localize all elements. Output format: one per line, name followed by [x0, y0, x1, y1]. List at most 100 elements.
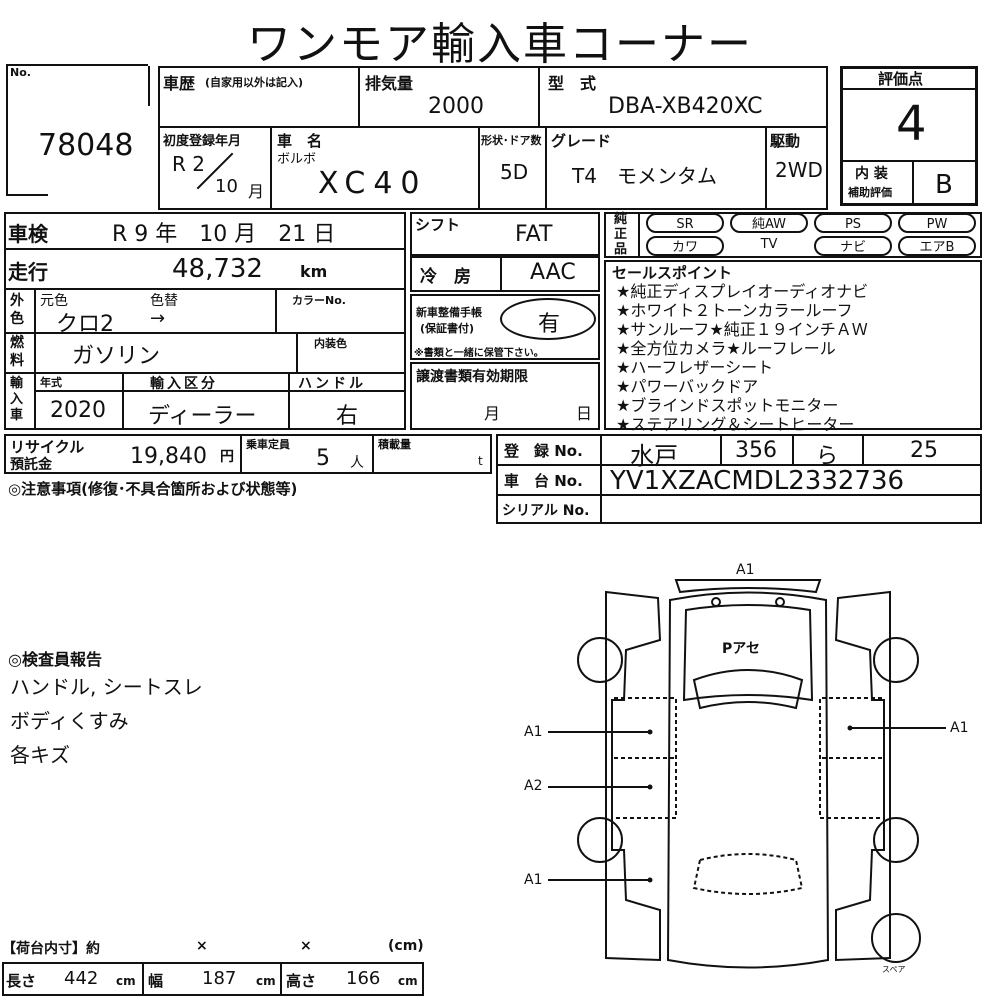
displacement-value: 2000	[428, 94, 484, 119]
cargo-x-1: ×	[196, 938, 208, 954]
model-label: 型 式	[548, 74, 597, 93]
model-value: DBA-XB420XC	[608, 94, 763, 119]
spec-table	[4, 212, 406, 430]
first-reg-month: 10	[215, 176, 238, 197]
capacity-value: 5	[316, 446, 330, 471]
equip-tv: TV	[760, 237, 778, 252]
mileage-label: 走行	[8, 260, 48, 284]
carname-label: 車 名	[277, 132, 323, 150]
mileage-value: 48,732	[172, 254, 263, 284]
color-arrow: →	[150, 308, 166, 329]
transfer-day: 日	[576, 404, 593, 423]
handle-label: ハンドル	[298, 376, 366, 392]
sales-item: ★全方位カメラ★ルーフレール	[616, 339, 836, 358]
interior-label: 内 装	[855, 166, 888, 182]
history-note: (自家用以外は記入)	[205, 76, 304, 89]
grade-label: グレード	[551, 132, 612, 150]
fuel-side-label: 燃料	[10, 335, 24, 369]
genuine-label: 純正品	[614, 212, 628, 257]
sales-label: セールスポイント	[612, 264, 733, 282]
import-type-value: ディーラー	[148, 404, 257, 429]
inspector-note: ボディくすみ	[10, 709, 129, 733]
no-label: No.	[10, 66, 31, 79]
inspector-note: 各キズ	[10, 743, 70, 767]
fuel-value: ガソリン	[72, 344, 161, 369]
year-value: 2020	[50, 398, 106, 423]
sales-list: ★純正ディスプレイオーディオナビ ★ホワイト２トーンカラールーフ ★サンルーフ★…	[616, 282, 868, 434]
caution-label: ◎注意事項(修復･不具合箇所および状態等)	[8, 480, 298, 498]
load-label: 積載量	[378, 438, 411, 451]
vehicle-info-block	[158, 66, 828, 210]
length-value: 442	[64, 968, 99, 989]
shaken-label: 車検	[8, 222, 48, 246]
width-unit: cm	[256, 974, 276, 988]
recycle-label-2: 預託金	[10, 457, 52, 473]
handle-value: 右	[336, 404, 359, 429]
orig-color-label: 元色	[40, 293, 68, 309]
length-label: 長さ	[6, 972, 37, 990]
reg-class: 356	[735, 438, 777, 463]
shift-box	[410, 212, 600, 256]
width-value: 187	[202, 968, 237, 989]
inspector-notes: ハンドル, シートスレ ボディくすみ 各キズ	[10, 670, 203, 772]
import-side-label: 輸入車	[10, 376, 24, 423]
manual-value: 有	[538, 312, 561, 337]
score-label: 評価点	[878, 70, 924, 88]
int-color-label: 内装色	[314, 337, 347, 350]
doors-value: 5D	[500, 160, 529, 184]
mark-left-front: A1	[524, 724, 543, 740]
interior-sub: 補助評価	[848, 186, 892, 199]
color-change-label: 色替	[150, 293, 178, 309]
score-value: 4	[896, 96, 927, 152]
stock-number: 78048	[38, 128, 134, 163]
shift-label: シフト	[415, 216, 461, 234]
carname-maker: ボルボ	[277, 152, 317, 167]
transfer-month: 月	[484, 404, 501, 423]
manual-oval	[500, 298, 596, 340]
equip-sr: SR	[646, 213, 724, 233]
inspector-note: ハンドル, シートスレ	[10, 675, 203, 699]
inspector-label: ◎検査員報告	[8, 650, 102, 669]
first-reg-year: R 2	[172, 152, 205, 176]
capacity-unit: 人	[350, 455, 364, 471]
recycle-yen: 円	[220, 449, 234, 465]
carname-value: XC40	[318, 166, 428, 201]
load-unit: t	[478, 454, 483, 468]
reg-label: 登 録 No.	[504, 442, 583, 460]
cargo-x-2: ×	[300, 938, 312, 954]
equip-leather: カワ	[646, 236, 724, 256]
manual-note: ※書類と一緒に保管下さい。	[414, 348, 544, 359]
mark-right-front: A1	[950, 720, 969, 736]
sales-item: ★純正ディスプレイオーディオナビ	[616, 282, 869, 301]
equip-aw: 純AW	[730, 213, 808, 233]
sales-item: ★ハーフレザーシート	[616, 358, 774, 377]
drive-label: 駆動	[770, 132, 801, 150]
mark-roof: Pアセ	[722, 641, 760, 657]
first-reg-month-unit: 月	[248, 182, 265, 201]
shift-value: FAT	[515, 222, 553, 247]
sales-box	[604, 260, 982, 430]
cargo-table	[2, 962, 424, 996]
mark-left-rear: A2	[524, 778, 543, 794]
shaken-value: R 9 年 10 月 21 日	[112, 222, 336, 247]
recycle-box	[4, 434, 492, 474]
equip-airbag: エアB	[898, 236, 976, 256]
reg-kana: ら	[816, 444, 839, 469]
cargo-unit: (cm)	[388, 938, 424, 954]
doors-label: 形状･ドア数	[481, 134, 542, 147]
height-label: 高さ	[286, 972, 317, 990]
color-side-label: 外色	[10, 293, 24, 327]
sales-item: ★ステアリング＆シートヒーター	[616, 415, 855, 434]
displacement-label: 排気量	[365, 74, 414, 93]
no-box: No. 78048	[6, 64, 150, 196]
sales-item: ★サンルーフ★純正１９インチＡＷ	[616, 320, 868, 339]
recycle-label-1: リサイクル	[10, 438, 85, 456]
mileage-unit: km	[300, 262, 328, 281]
manual-label-2: (保証書付)	[420, 322, 475, 335]
mark-rear: A1	[524, 872, 543, 888]
spare-label: スペア	[882, 965, 906, 974]
reg-number: 25	[910, 438, 938, 463]
width-label: 幅	[148, 972, 164, 990]
cargo-label: 【荷台内寸】約	[2, 941, 100, 957]
grade-value: T4 モメンタム	[572, 164, 717, 188]
